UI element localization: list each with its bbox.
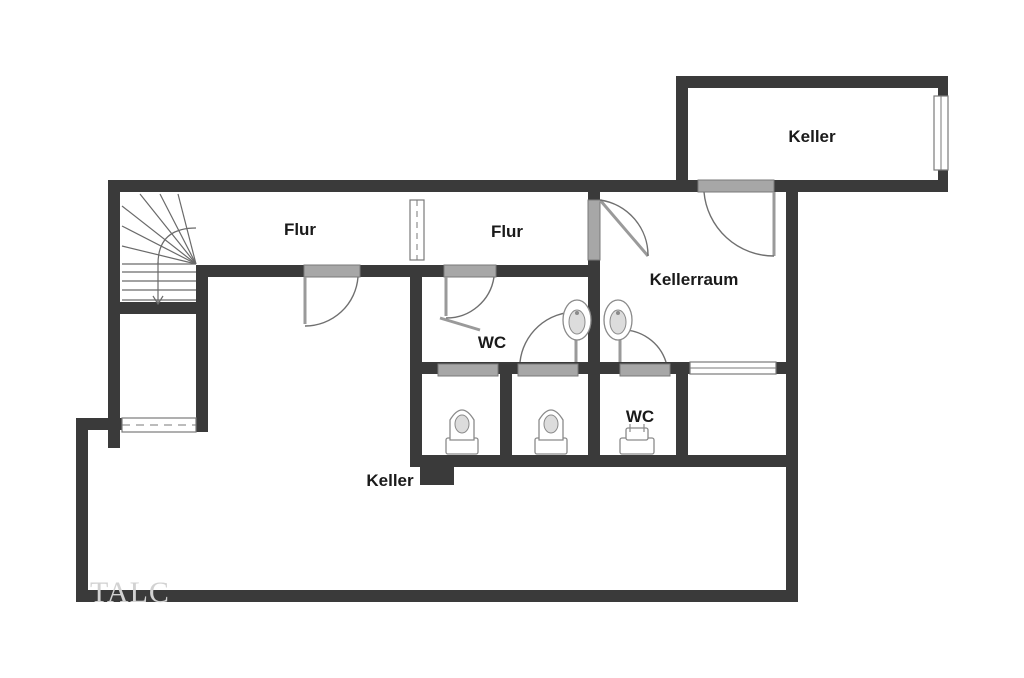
room-label-wc-2: WC [626,407,654,426]
toilet-icon [619,424,655,455]
door-wc-cubicle-3 [619,363,671,377]
staircase [121,192,197,306]
door-kellerraum [587,199,601,261]
room-label-keller-bottom: Keller [366,471,414,490]
room-label-flur-left: Flur [284,220,316,239]
room-label-keller-top: Keller [788,127,836,146]
door-wc-cubicle-2 [517,363,579,377]
watermark: TALC [90,576,170,609]
room-label-flur-right: Flur [491,222,523,241]
toilet-icon [534,409,568,455]
toilet-icon [445,409,479,455]
sink-icon [603,299,633,341]
door-keller-top [697,179,775,193]
room-label-wc-1: WC [478,333,506,352]
windows [121,95,949,433]
room-label-kellerraum: Kellerraum [650,270,739,289]
sink-icon [562,299,592,341]
fixtures [445,299,655,455]
door-wc-cubicle-1 [437,363,499,377]
room-labels: Keller Flur Flur Kellerraum WC WC Keller [284,127,836,490]
door-wc-vestibule [443,264,497,278]
opening-flur-divider [409,199,425,261]
walls [76,76,948,602]
door-flur-keller [303,264,361,278]
doors [303,179,776,377]
